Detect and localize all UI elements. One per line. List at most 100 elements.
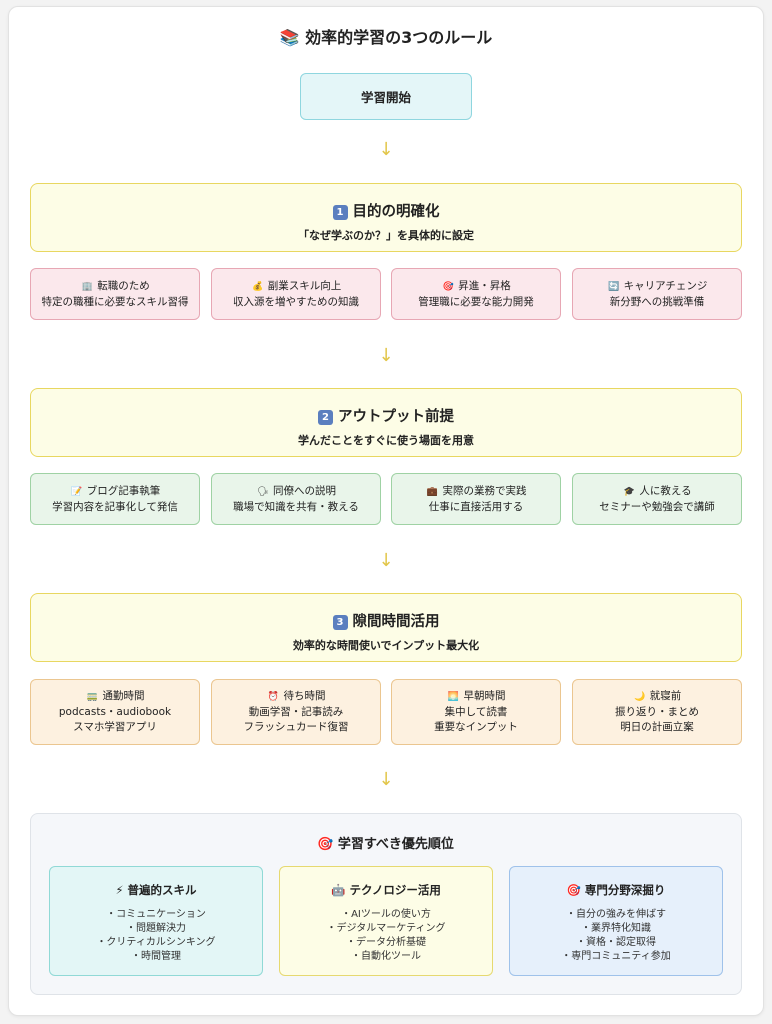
rule-2-item: 📝ブログ記事執筆 学習内容を記事化して発信 [30, 473, 200, 525]
target-icon: 🎯 [317, 837, 334, 852]
priority-title-text: 学習すべき優先順位 [337, 837, 454, 852]
item-desc: 動画学習・記事読み [248, 706, 344, 718]
rule-2-title: 2 アウトプット前提 [31, 405, 741, 426]
arrow-down-icon: ↓ [378, 139, 394, 160]
item-title: 通勤時間 [102, 690, 145, 702]
item-title: 早朝時間 [463, 690, 506, 702]
list-item: ・自動化ツール [351, 951, 421, 962]
rule-1-item: 💰副業スキル向上 収入源を増やすための知識 [211, 268, 381, 320]
number-2-icon: 2 [318, 410, 333, 425]
rule-2-item: 💼実際の業務で実践 仕事に直接活用する [391, 473, 561, 525]
rule-3-title-text: 隙間時間活用 [352, 614, 440, 630]
priority-title: 🎯 学習すべき優先順位 [31, 833, 740, 852]
graduation-cap-icon: 🎓 [623, 486, 636, 497]
start-node: 学習開始 [300, 73, 472, 120]
memo-icon: 📝 [71, 486, 83, 497]
list-item: ・専門コミュニティ参加 [561, 951, 671, 962]
books-icon: 📚 [279, 28, 300, 47]
sunrise-icon: 🌅 [447, 692, 460, 702]
item-desc: スマホ学習アプリ [73, 721, 157, 733]
item-desc: 明日の計画立案 [620, 721, 694, 733]
rule-3-subtitle: 効率的な時間使いでインプット最大化 [292, 639, 480, 652]
rule-1-items: 🏢転職のため 特定の職種に必要なスキル習得 💰副業スキル向上 収入源を増やすため… [30, 268, 742, 320]
rule-2-items: 📝ブログ記事執筆 学習内容を記事化して発信 🗣 同僚への説明 職場で知識を共有・教… [30, 473, 742, 525]
arrow-down-icon: ↓ [378, 345, 394, 366]
list-item: ・デジタルマーケティング [326, 923, 446, 934]
list-item: ・時間管理 [131, 951, 181, 962]
list-item: ・業界特化知識 [581, 923, 651, 934]
item-title: 就寝前 [649, 690, 682, 702]
item-title: 同僚への説明 [273, 484, 336, 497]
item-title: 転職のため [97, 279, 150, 292]
rule-1-item: 🎯 昇進・昇格 管理職に必要な能力開発 [391, 268, 561, 320]
rule-1-subtitle: 「なぜ学ぶのか？」を具体的に設定 [298, 229, 474, 242]
rule-1-title-text: 目的の明確化 [352, 204, 440, 220]
item-desc: 管理職に必要な能力開発 [418, 295, 534, 308]
priority-card-title-text: テクノロジー活用 [349, 883, 441, 897]
number-1-icon: 1 [332, 205, 348, 220]
rule-1-item: 🔄キャリアチェンジ 新分野への挑戦準備 [572, 268, 742, 320]
refresh-icon: 🔄 [607, 281, 620, 292]
list-item: ・データ分析基礎 [346, 937, 426, 948]
speaking-head-icon: 🗣 [257, 486, 269, 497]
item-desc: セミナーや勉強会で講師 [599, 500, 715, 513]
arrow-down-icon: ↓ [378, 550, 394, 571]
item-title: 待ち時間 [283, 690, 326, 702]
list-item: ・コミュニケーション [106, 909, 206, 920]
office-building-icon: 🏢 [81, 281, 93, 292]
rule-3-title: 3 隙間時間活用 [31, 610, 741, 631]
item-title: 副業スキル向上 [267, 279, 342, 292]
item-title: 人に教える [639, 484, 692, 497]
rule-3-item: 🚃通勤時間 podcasts・audiobook スマホ学習アプリ [30, 679, 200, 745]
lightning-icon: ⚡ [115, 883, 124, 897]
item-title: 昇進・昇格 [458, 279, 511, 292]
rule-1-item: 🏢転職のため 特定の職種に必要なスキル習得 [30, 268, 200, 320]
item-title: 実際の業務で実践 [442, 484, 527, 497]
page-title: 📚 効率的学習の3つのルール [0, 24, 772, 48]
crescent-moon-icon: 🌙 [634, 692, 646, 702]
rule-2-item: 🎓人に教える セミナーや勉強会で講師 [572, 473, 742, 525]
rule-3-item: ⏰待ち時間 動画学習・記事読み フラッシュカード復習 [211, 679, 381, 745]
item-desc: 学習内容を記事化して発信 [52, 500, 178, 513]
page-title-text: 効率的学習の3つのルール [305, 28, 493, 47]
list-item: ・AIツールの使い方 [341, 909, 431, 920]
priority-card-specialty: 🎯 専門分野深掘り ・自分の強みを伸ばす ・業界特化知識 ・資格・認定取得 ・専… [509, 866, 723, 976]
list-item: ・資格・認定取得 [576, 937, 656, 948]
item-desc: 仕事に直接活用する [428, 500, 524, 513]
item-desc: フラッシュカード復習 [243, 721, 349, 733]
priority-card-title-text: 専門分野深掘り [584, 883, 666, 897]
priority-card-title: 🎯 専門分野深掘り [510, 882, 722, 898]
list-item: ・自分の強みを伸ばす [566, 909, 666, 920]
priority-card-title-text: 普遍的スキル [127, 883, 197, 897]
item-desc: 新分野への挑戦準備 [609, 295, 705, 308]
rule-1-box: 1 目的の明確化 「なぜ学ぶのか？」を具体的に設定 [30, 183, 742, 252]
rule-2-title-text: アウトプット前提 [338, 409, 454, 425]
money-bag-icon: 💰 [252, 281, 264, 292]
target-icon: 🎯 [442, 281, 454, 292]
priority-card-list: ・コミュニケーション ・問題解決力 ・クリティカルシンキング ・時間管理 [50, 908, 262, 964]
number-3-icon: 3 [332, 615, 348, 630]
priority-card-title: 🤖 テクノロジー活用 [280, 882, 492, 898]
rule-2-item: 🗣 同僚への説明 職場で知識を共有・教える [211, 473, 381, 525]
briefcase-icon: 💼 [426, 486, 439, 497]
robot-icon: 🤖 [331, 883, 346, 897]
rule-3-items: 🚃通勤時間 podcasts・audiobook スマホ学習アプリ ⏰待ち時間 … [30, 679, 742, 745]
rule-3-item: 🌙就寝前 振り返り・まとめ 明日の計画立案 [572, 679, 742, 745]
item-title: キャリアチェンジ [623, 279, 708, 292]
list-item: ・クリティカルシンキング [96, 937, 216, 948]
item-desc: 集中して読書 [444, 706, 508, 718]
arrow-down-icon: ↓ [378, 769, 394, 790]
priority-card-title: ⚡ 普遍的スキル [50, 882, 262, 898]
item-desc: podcasts・audiobook [58, 706, 172, 718]
item-title: ブログ記事執筆 [86, 484, 161, 497]
priority-section: 🎯 学習すべき優先順位 ⚡ 普遍的スキル ・コミュニケーション ・問題解決力 ・… [30, 813, 742, 995]
rule-1-title: 1 目的の明確化 [31, 200, 741, 221]
rule-2-subtitle: 学んだことをすぐに使う場面を用意 [298, 434, 474, 447]
priority-card-universal-skills: ⚡ 普遍的スキル ・コミュニケーション ・問題解決力 ・クリティカルシンキング … [49, 866, 263, 976]
item-desc: 収入源を増やすための知識 [233, 295, 359, 308]
item-desc: 職場で知識を共有・教える [233, 500, 359, 513]
item-desc: 振り返り・まとめ [615, 706, 699, 718]
train-icon: 🚃 [86, 692, 99, 702]
rule-2-box: 2 アウトプット前提 学んだことをすぐに使う場面を用意 [30, 388, 742, 457]
item-desc: 重要なインプット [434, 721, 518, 733]
